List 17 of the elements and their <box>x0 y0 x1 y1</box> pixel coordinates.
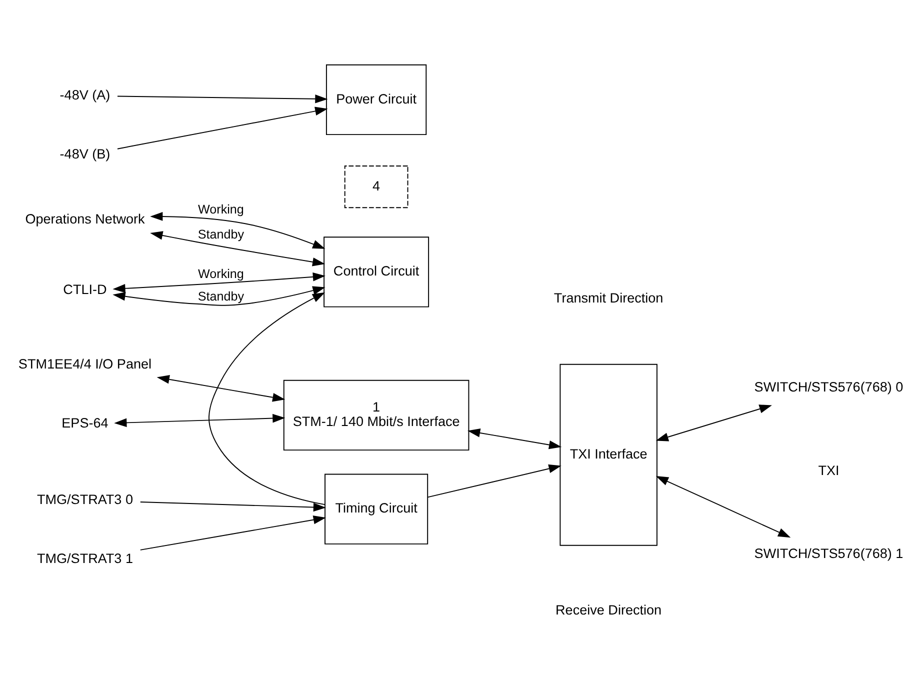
node-text: STM1EE4/4 I/O Panel <box>18 356 152 372</box>
node-text: SWITCH/STS576(768) 0 <box>754 380 904 395</box>
node-text: Operations Network <box>25 211 145 226</box>
edge-label: Standby <box>198 227 244 242</box>
node-text: TMG/STRAT3 1 <box>37 550 133 566</box>
edge-label: Working <box>198 267 244 282</box>
edge-label: Working <box>198 202 244 216</box>
node-text: TMG/STRAT3 0 <box>37 492 133 507</box>
node-text: -48V (A) <box>60 87 110 102</box>
label: Receive Direction <box>556 602 662 618</box>
label: Transmit Direction <box>554 290 664 306</box>
node-text: -48V (B) <box>60 146 110 162</box>
node-text: SWITCH/STS576(768) 1 <box>754 546 904 562</box>
label: TXI <box>818 462 840 478</box>
edge-label: Standby <box>198 289 244 304</box>
node-text: EPS-64 <box>62 416 108 431</box>
node-text: CTLI-D <box>63 282 107 297</box>
